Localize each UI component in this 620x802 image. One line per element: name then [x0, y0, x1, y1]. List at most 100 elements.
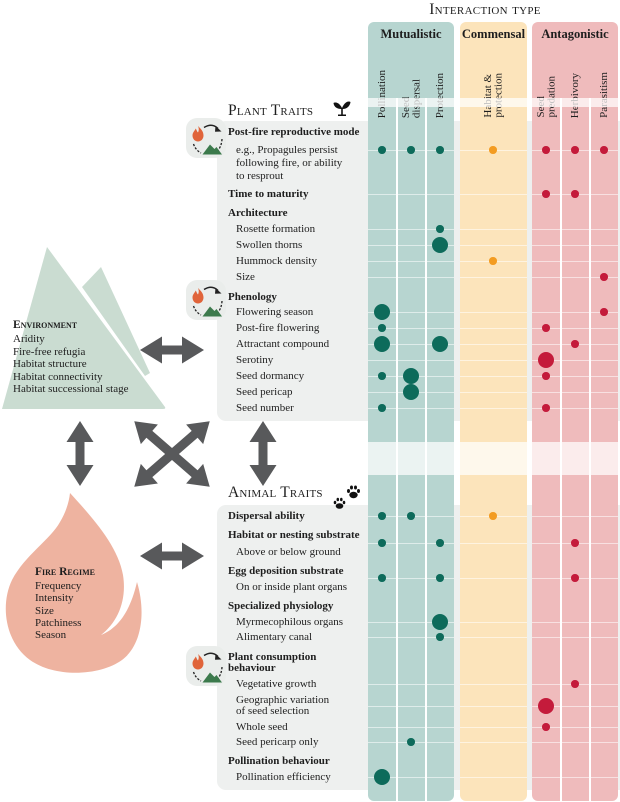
environment-plant-double-arrow-icon — [140, 336, 204, 364]
interaction-dot — [378, 324, 386, 332]
sprout-icon — [333, 101, 351, 116]
row-guide-line — [460, 276, 527, 278]
interaction-dot — [374, 336, 390, 352]
column-header-text: Herbivory — [569, 73, 581, 118]
trait-label: Attractant compound — [236, 337, 330, 350]
trait-label: Flowering season — [236, 305, 314, 318]
interaction-dot — [378, 539, 386, 547]
row-guide-line — [460, 683, 527, 685]
paw-prints-icon — [333, 485, 360, 509]
interaction-dot — [571, 539, 579, 547]
interaction-dot — [571, 340, 579, 348]
row-guide-line — [368, 636, 454, 638]
header-separator-band — [360, 98, 620, 107]
row-guide-line — [368, 260, 454, 262]
row-guide-line — [460, 193, 527, 195]
row-guide-line — [532, 391, 618, 393]
plant-traits-title: Plant Traits — [228, 102, 314, 119]
trait-label: Myrmecophilous organs — [236, 615, 344, 628]
trait-label: Vegetative growth — [236, 677, 317, 690]
row-guide-line — [368, 726, 454, 728]
row-guide-line — [532, 375, 618, 377]
interaction-dot — [436, 633, 444, 641]
row-guide-line — [460, 776, 527, 778]
interaction-dot — [538, 698, 554, 714]
interaction-dot — [571, 146, 579, 154]
column-header-habitat-protection: Habitat &protection — [478, 62, 508, 118]
interaction-dot — [403, 368, 419, 384]
interaction-dot — [436, 539, 444, 547]
row-guide-line — [460, 343, 527, 345]
plant-animal-double-arrow-icon — [249, 421, 277, 486]
trait-label: Rosette formation — [236, 222, 316, 235]
row-guide-line — [460, 705, 527, 707]
trait-label: Seed pericap — [236, 385, 293, 398]
row-guide-line — [368, 577, 454, 579]
row-guide-line — [460, 327, 527, 329]
interaction-dot — [436, 225, 444, 233]
row-guide-line — [532, 228, 618, 230]
mountain-icon — [202, 144, 222, 155]
row-guide-line — [532, 741, 618, 743]
interaction-dot — [436, 146, 444, 154]
interaction-dot — [407, 512, 415, 520]
interaction-dot — [542, 324, 550, 332]
interaction-dot — [538, 352, 554, 368]
column-header-seed-dispersal: Seeddispersal — [396, 62, 426, 118]
trait-category-label: Phenology — [228, 290, 277, 303]
row-guide-line — [368, 244, 454, 246]
environment-item: Fire-free refugia — [13, 345, 86, 358]
animal-traits-title: Animal Traits — [228, 484, 323, 501]
trait-label: following fire, or ability — [236, 156, 343, 169]
group-name: Antagonistic — [541, 27, 609, 41]
trait-label: Post-fire flowering — [236, 321, 320, 334]
row-guide-line — [532, 311, 618, 313]
mountain-second-peak — [82, 267, 150, 376]
trait-category-label: Specialized physiology — [228, 599, 334, 612]
fire-regime-item: Intensity — [35, 592, 74, 605]
trait-label: Seed pericarp only — [236, 735, 319, 748]
row-guide-line — [368, 683, 454, 685]
row-guide-line — [460, 375, 527, 377]
fire-flame-icon — [5, 493, 142, 673]
environment-item: Habitat structure — [13, 358, 87, 371]
row-guide-line — [368, 776, 454, 778]
interaction-dot — [378, 512, 386, 520]
fire-cycle-badge-icon — [186, 118, 226, 158]
fire-cycle-badge-icon — [186, 280, 226, 320]
trait-label: Seed number — [236, 401, 294, 414]
row-guide-line — [368, 407, 454, 409]
environment-block: Environment Aridity Fire-free refugia Ha… — [13, 318, 128, 396]
interaction-dot — [489, 146, 497, 154]
fire-animal-double-arrow-icon — [140, 542, 204, 570]
row-guide-line — [460, 577, 527, 579]
trait-label: e.g., Propagules persist — [236, 143, 338, 156]
interaction-dot — [600, 308, 608, 316]
mountain-icon — [202, 672, 222, 683]
trait-category-label: Post-fire reproductive mode — [228, 125, 360, 138]
row-guide-line — [532, 276, 618, 278]
environment-fire-double-arrow-icon — [66, 421, 94, 486]
interaction-dot — [489, 512, 497, 520]
trait-label: Seed dormancy — [236, 369, 305, 382]
row-guide-line — [368, 359, 454, 361]
fire-cycle-badge-icon — [186, 646, 226, 686]
interaction-dot — [378, 372, 386, 380]
row-guide-line — [460, 359, 527, 361]
trait-label: Geographic variation — [236, 693, 330, 706]
row-guide-line — [532, 636, 618, 638]
row-guide-line — [368, 621, 454, 623]
column-header-text: Parasitism — [598, 72, 610, 118]
trait-category-label: Architecture — [228, 206, 288, 219]
trait-label: Pollination efficiency — [236, 770, 331, 783]
environment-item: Habitat successional stage — [13, 383, 129, 396]
fire-regime-item: Frequency — [35, 580, 82, 592]
trait-label: of seed selection — [236, 704, 310, 717]
interaction-type-title: Interaction type — [429, 1, 541, 18]
environment-item: Aridity — [13, 333, 45, 345]
row-guide-line — [532, 515, 618, 517]
cross-double-arrow-icon-2 — [134, 421, 210, 487]
fire-drop-icon — [192, 126, 204, 142]
interaction-dot — [374, 769, 390, 785]
column-header-line: Protection — [433, 72, 446, 118]
